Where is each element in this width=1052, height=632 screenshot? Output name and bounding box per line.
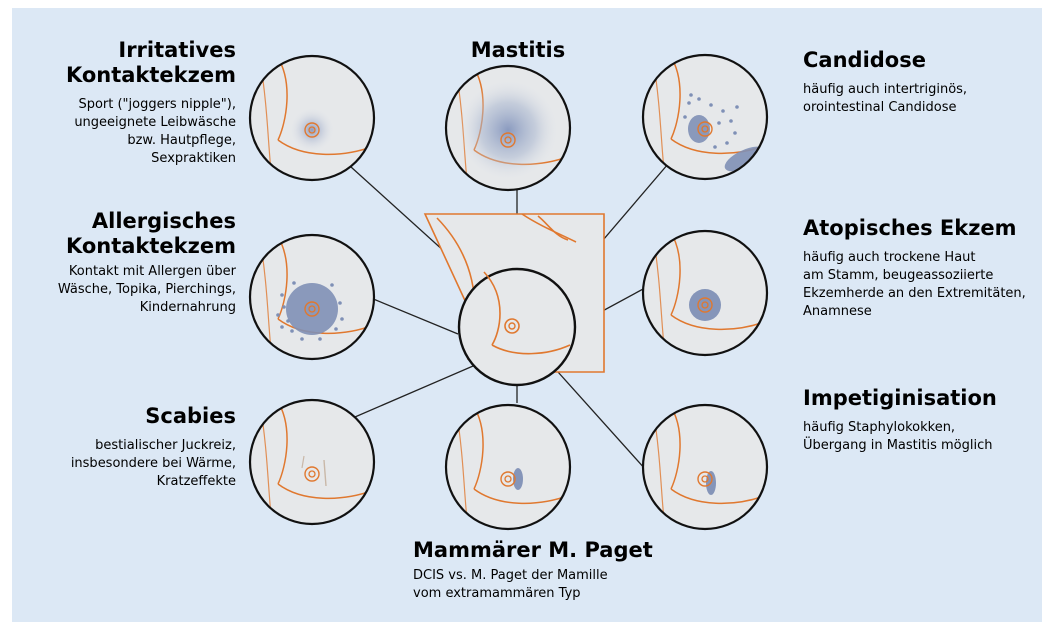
label-scabies: Scabies bestialischer Juckreiz, insbeson… <box>0 404 236 491</box>
desc-atopisches: häufig auch trockene Haut am Stamm, beug… <box>803 249 1048 321</box>
panel-mammaerer-m-paget <box>446 405 570 529</box>
panel-impetiginisation <box>643 405 767 529</box>
label-irritatives: Irritatives Kontaktekzem Sport ("joggers… <box>0 38 236 168</box>
desc-scabies: bestialischer Juckreiz, insbesondere bei… <box>0 437 236 491</box>
title-impetiginisation: Impetiginisation <box>803 386 1043 411</box>
label-candidose: Candidose häufig auch intertriginös, oro… <box>803 48 1043 117</box>
central-magnifier <box>459 269 575 385</box>
panel-candidose <box>643 55 769 179</box>
panel-irritatives-kontaktekzem <box>250 56 374 180</box>
desc-allergisches: Kontakt mit Allergen über Wäsche, Topika… <box>0 263 236 317</box>
label-paget: Mammärer M. Paget DCIS vs. M. Paget der … <box>413 538 693 603</box>
connector-scabies <box>348 363 480 420</box>
desc-irritatives: Sport ("joggers nipple"), ungeeignete Le… <box>0 96 236 168</box>
desc-candidose: häufig auch intertriginös, orointestinal… <box>803 81 1043 117</box>
title-atopisches: Atopisches Ekzem <box>803 216 1048 241</box>
connector-impetiginisation <box>558 372 655 480</box>
title-allergisches: Allergisches Kontaktekzem <box>0 209 236 259</box>
title-scabies: Scabies <box>0 404 236 429</box>
connector-allergisches <box>366 296 458 334</box>
title-candidose: Candidose <box>803 48 1043 73</box>
label-allergisches: Allergisches Kontaktekzem Kontakt mit Al… <box>0 209 236 317</box>
panel-allergisches-kontaktekzem <box>250 235 374 359</box>
label-impetiginisation: Impetiginisation häufig Staphylokokken, … <box>803 386 1043 455</box>
panel-scabies <box>250 400 374 524</box>
title-mastitis: Mastitis <box>418 38 618 63</box>
panel-mastitis <box>446 66 570 190</box>
desc-paget: DCIS vs. M. Paget der Mamille vom extram… <box>413 567 693 603</box>
desc-impetiginisation: häufig Staphylokokken, Übergang in Masti… <box>803 419 1043 455</box>
title-irritatives: Irritatives Kontaktekzem <box>0 38 236 88</box>
label-atopisches: Atopisches Ekzem häufig auch trockene Ha… <box>803 216 1048 321</box>
panel-atopisches-ekzem <box>643 231 767 355</box>
label-mastitis: Mastitis <box>418 38 618 63</box>
title-paget: Mammärer M. Paget <box>413 538 693 563</box>
